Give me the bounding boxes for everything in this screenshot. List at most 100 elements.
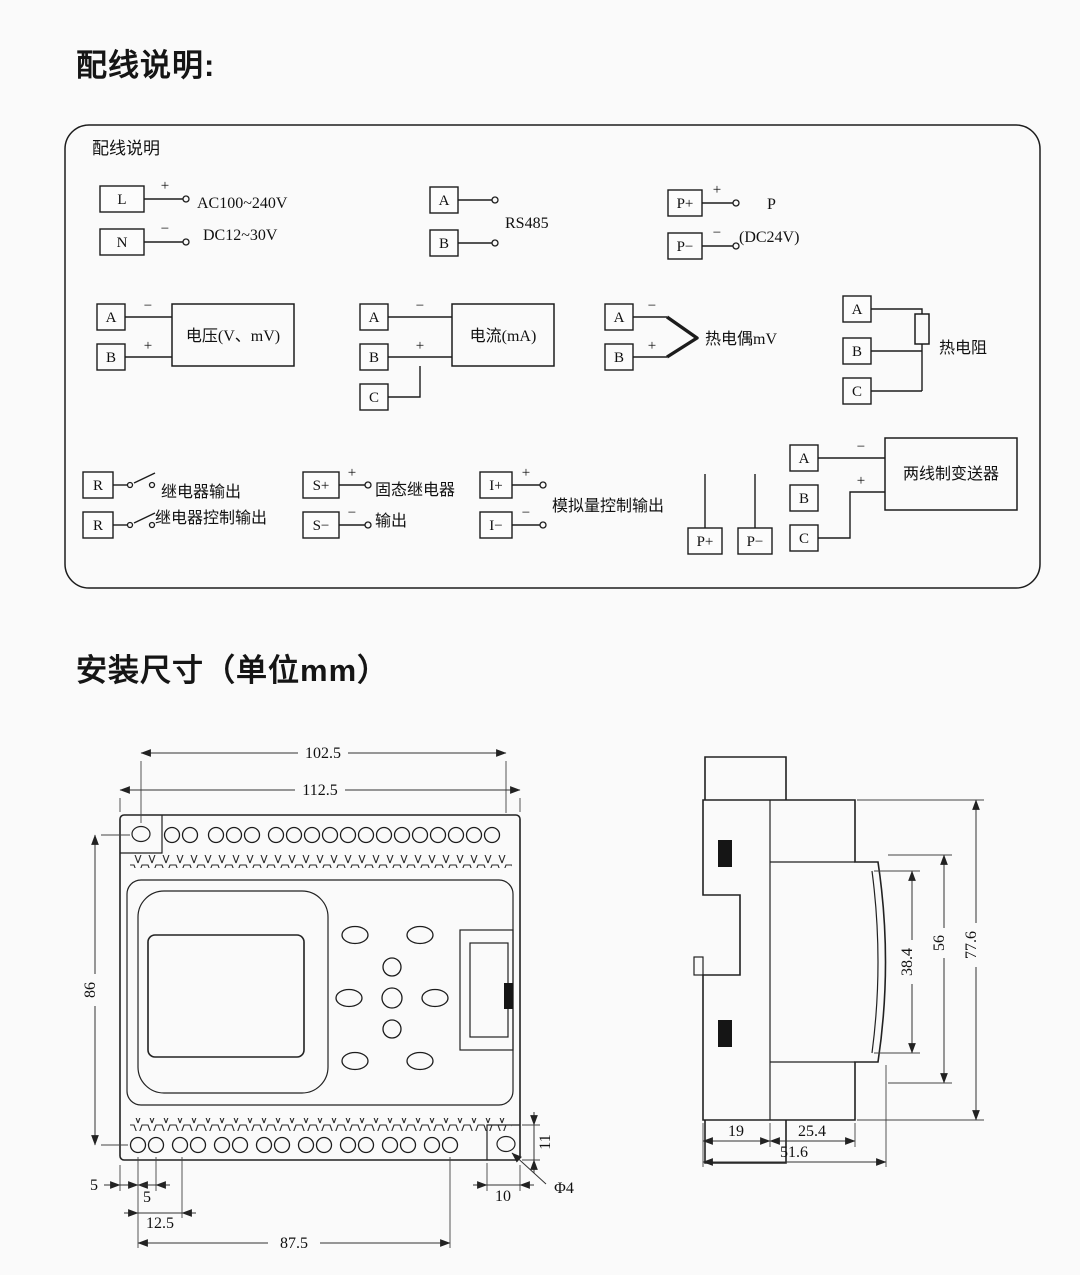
relay-control-label: 继电器控制输出 — [155, 509, 267, 527]
dim-rail-depth: 19 — [728, 1123, 744, 1140]
polarity-minus: − — [161, 221, 169, 237]
terminal-box-B — [429, 229, 459, 257]
dimension-drawings: 102.5 112.5 86 5 5 12.5 — [82, 744, 984, 1252]
terminal-label: C — [369, 390, 379, 406]
voltage-input-group: A B − + 电压(V、mV) — [96, 298, 295, 371]
switch-blade-icon — [133, 512, 156, 524]
terminal-box-Sminus — [302, 511, 340, 539]
polarity-minus: − — [522, 505, 530, 521]
power-input-group: L + AC100~240V N − DC12~30V — [99, 178, 288, 256]
terminal-label: C — [852, 384, 862, 400]
terminal-box-Iminus — [479, 511, 513, 539]
analog-output-label: 模拟量控制输出 — [552, 497, 664, 515]
terminal-box-R1 — [82, 471, 114, 499]
device-body-outline — [119, 814, 521, 1161]
terminal-label: R — [93, 518, 103, 534]
terminal-label: I− — [489, 518, 502, 534]
dc24v-label: P — [767, 196, 776, 213]
terminal-box-Pplus — [687, 527, 723, 555]
rtd-input-group: A B C 热电阻 — [842, 295, 987, 405]
key-up-button — [382, 957, 402, 977]
key-down-button — [382, 1019, 402, 1039]
terminal-label: P− — [747, 534, 764, 550]
rs485-label: RS485 — [505, 215, 549, 232]
current-input-group: A B C − + 电流(mA) — [359, 298, 555, 411]
polarity-minus: − — [416, 298, 424, 314]
terminal-label: S− — [313, 518, 330, 534]
contact-node — [148, 521, 156, 529]
terminal-box-Iplus — [479, 471, 513, 499]
contact-node — [148, 481, 156, 489]
terminal-label: A — [852, 302, 863, 318]
polarity-minus: − — [857, 439, 865, 455]
terminal-screw-bottom — [718, 1020, 732, 1047]
polarity-plus: + — [857, 473, 865, 489]
wire-node — [491, 239, 499, 247]
relay-output-group: R R 继电器输出 继电器控制输出 — [82, 471, 267, 539]
terminal-box-B — [604, 343, 634, 371]
resistor-icon — [914, 313, 930, 345]
terminal-box-Splus — [302, 471, 340, 499]
dim-height: 86 — [82, 974, 99, 1006]
din-tab-top — [704, 756, 787, 800]
terminal-label: A — [106, 310, 117, 326]
dim-total-depth: 51.6 — [780, 1144, 808, 1161]
wire-node — [539, 521, 547, 529]
wire-node — [364, 481, 372, 489]
mounting-hole-top — [131, 825, 151, 843]
transmitter-group: P+ P− A B C − + 两线制变送器 — [687, 437, 1018, 555]
terminal-label: A — [799, 451, 810, 467]
terminal-label: L — [117, 192, 126, 208]
terminal-label: R — [93, 478, 103, 494]
terminal-box-C — [359, 383, 389, 411]
terminal-screw-top — [718, 840, 732, 867]
key-button — [406, 1051, 434, 1071]
dc24v-sublabel: (DC24V) — [739, 229, 799, 246]
bezel-inner-curve — [871, 870, 879, 1054]
dim-total-height: 77.6 — [963, 923, 980, 967]
terminal-box-Pminus — [667, 232, 703, 260]
terminal-box-A — [359, 303, 389, 331]
dc24v-output-group: P+ + P P− − (DC24V) — [667, 182, 799, 260]
front-face-frame — [126, 879, 514, 1106]
dim-terminal-span: 87.5 — [280, 1235, 308, 1252]
terminal-box-A — [604, 303, 634, 331]
terminal-label: N — [117, 235, 128, 251]
terminal-label: B — [369, 350, 379, 366]
front-view: 102.5 112.5 86 5 5 12.5 — [82, 744, 574, 1252]
svg-text:86: 86 — [82, 982, 99, 998]
polarity-plus: + — [522, 465, 530, 481]
wire-node — [364, 521, 372, 529]
current-label: 电流(mA) — [470, 327, 537, 345]
dim-body-depth: 25.4 — [798, 1123, 826, 1140]
ssr-label-line2: 输出 — [375, 512, 407, 530]
thermocouple-input-group: A B − + 热电偶mV — [604, 298, 777, 371]
transmitter-label: 两线制变送器 — [903, 465, 999, 483]
terminal-label: B — [106, 350, 116, 366]
terminal-label: B — [852, 344, 862, 360]
key-left-button — [335, 988, 363, 1008]
wiring-box-title: 配线说明 — [92, 139, 160, 158]
connector-notch — [504, 983, 513, 1009]
dim-group-pitch: 12.5 — [146, 1215, 174, 1232]
terminal-box-B — [842, 337, 872, 365]
vent-slots-top — [130, 855, 512, 868]
terminal-row-bottom — [129, 1136, 459, 1154]
thermocouple-label: 热电偶mV — [705, 330, 777, 348]
terminal-label: S+ — [313, 478, 330, 494]
terminal-row-top — [163, 826, 501, 844]
voltage-label: 电压(V、mV) — [186, 327, 280, 345]
key-button — [341, 1051, 369, 1071]
analog-output-group: I+ + I− − 模拟量控制输出 — [479, 465, 664, 539]
terminal-box-C — [842, 377, 872, 405]
dim-hole-spacing: 102.5 — [305, 745, 341, 762]
terminal-box-L — [99, 185, 145, 213]
vent-slots-bottom — [130, 1118, 512, 1131]
voltage-source-box — [171, 303, 295, 367]
wire-node — [732, 242, 740, 250]
polarity-minus: − — [713, 225, 721, 241]
terminal-box-C — [789, 524, 819, 552]
terminal-label: B — [614, 350, 624, 366]
power-range-dc: DC12~30V — [203, 227, 278, 244]
polarity-minus: − — [144, 298, 152, 314]
